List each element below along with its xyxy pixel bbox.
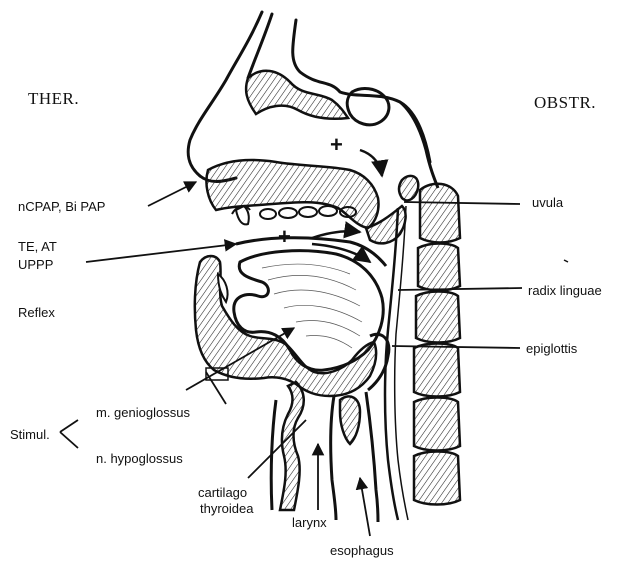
label-ncpap: nCPAP, Bi PAP (18, 200, 105, 213)
hyoid-larynx (280, 382, 304, 510)
obstruction-header: OBSTR. (534, 94, 596, 111)
uvula-shape (399, 176, 418, 201)
esophagus-wall (366, 392, 378, 522)
label-uvula: uvula (532, 196, 563, 209)
label-epiglottis: epiglottis (526, 342, 577, 355)
nasopharynx-wall (400, 102, 438, 188)
label-genioglossus: m. genioglossus (96, 406, 190, 419)
vocal-cord (340, 396, 360, 444)
label-esophagus: esophagus (330, 544, 394, 557)
therapy-header: THER. (28, 90, 79, 107)
label-hypoglossus: n. hypoglossus (96, 452, 183, 465)
label-cartilago: cartilago (198, 486, 247, 499)
label-stimul: Stimul. (10, 428, 50, 441)
larynx-posterior (331, 396, 336, 520)
label-larynx: larynx (292, 516, 327, 529)
stray-mark (564, 260, 568, 262)
cervical-vertebrae (414, 184, 460, 505)
nasal-cavity (246, 71, 348, 119)
label-te-at: TE, AT (18, 240, 57, 253)
pressure-plus-lower: + (278, 226, 291, 248)
label-thyroidea: thyroidea (200, 502, 253, 515)
label-reflex: Reflex (18, 306, 55, 319)
label-radix-linguae: radix linguae (528, 284, 602, 297)
pressure-plus-upper: + (330, 134, 343, 156)
prevertebral-tissue (395, 206, 408, 520)
label-uppp: UPPP (18, 258, 53, 271)
